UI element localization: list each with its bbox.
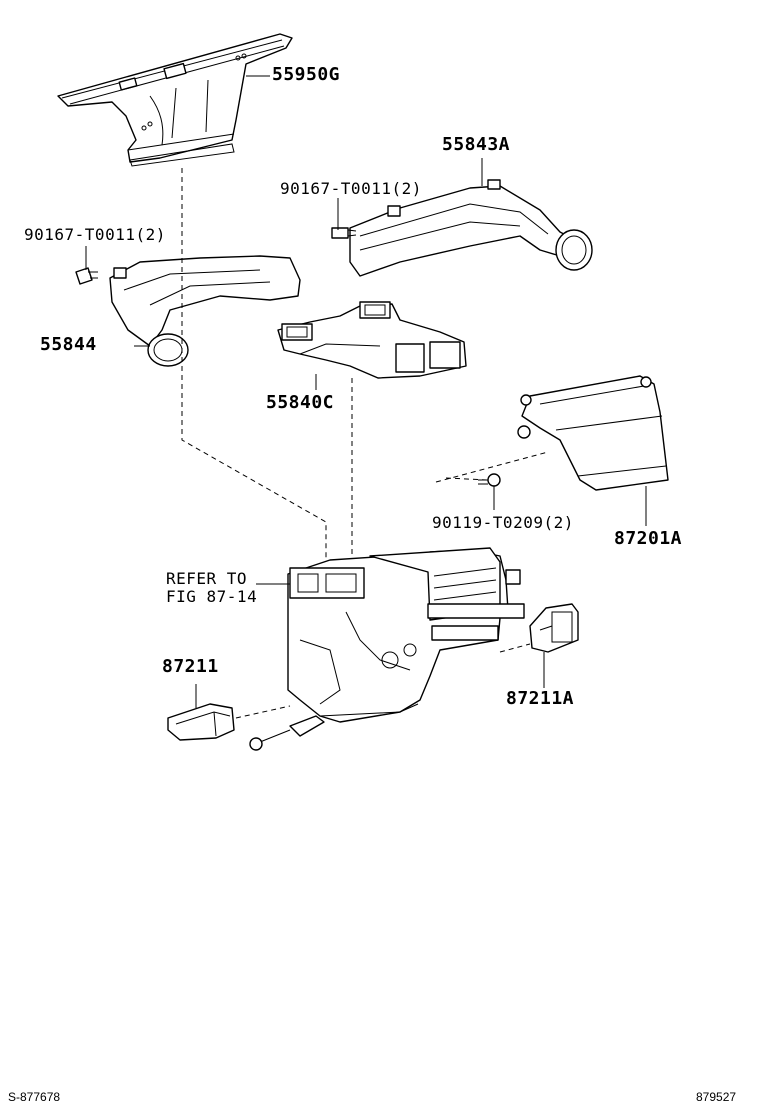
label-screw-upper-right: 90167-T0011(2)	[280, 179, 422, 198]
label-55840c: 55840C	[266, 392, 335, 413]
label-screw-lower-right: 90119-T0209(2)	[432, 513, 574, 532]
label-fig-87-14: FIG 87-14	[166, 587, 258, 606]
label-55844: 55844	[40, 334, 97, 355]
label-87211a: 87211A	[506, 688, 575, 709]
dashed-lines	[181, 168, 549, 719]
duct-55950g-drawing	[57, 33, 293, 167]
footer-left-code: S-877678	[8, 1090, 61, 1104]
part-87211-drawing	[167, 703, 235, 741]
duct-87201a-drawing	[517, 375, 669, 491]
screw-lower-right-drawing	[478, 473, 501, 487]
label-55950g: 55950G	[272, 64, 341, 85]
duct-55844-drawing	[109, 255, 301, 367]
hvac-unit-drawing	[249, 547, 525, 751]
label-screw-upper-left: 90167-T0011(2)	[24, 225, 166, 244]
screw-upper-left-drawing	[75, 267, 98, 285]
duct-55840c-drawing	[277, 301, 467, 379]
part-87211a-drawing	[529, 603, 579, 653]
label-55843a: 55843A	[442, 134, 511, 155]
leader-lines	[85, 75, 647, 708]
duct-55843a-drawing	[349, 179, 593, 277]
label-87211: 87211	[162, 656, 219, 677]
label-refer-to: REFER TO	[166, 569, 248, 588]
label-87201a: 87201A	[614, 528, 683, 549]
screw-upper-right-drawing	[331, 227, 357, 239]
footer-right-code: 879527	[696, 1090, 737, 1104]
